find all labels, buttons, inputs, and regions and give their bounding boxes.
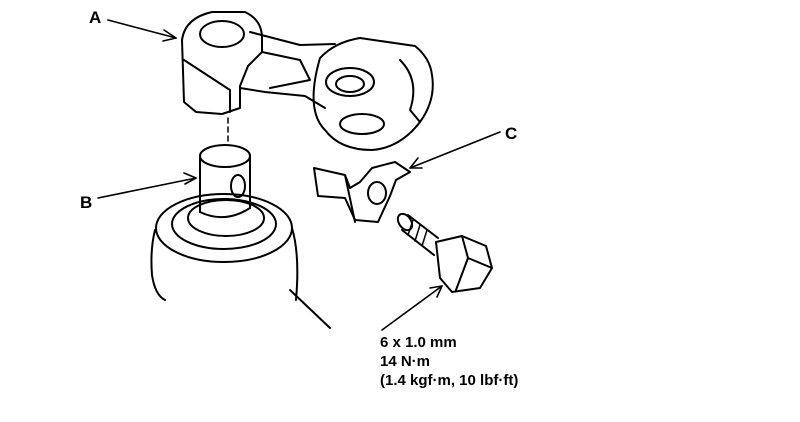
lever-right-hole-lower — [339, 113, 385, 135]
housing-inner-ring — [171, 198, 277, 250]
housing-outer-ring — [155, 193, 293, 263]
housing-body — [150, 229, 166, 301]
bolt-torque-alt-text: (1.4 kgf·m, 10 lbf·ft) — [380, 372, 519, 389]
lever-arm-bottom-edge — [239, 87, 326, 109]
shaft-bottom-curve — [199, 207, 251, 219]
leader-c — [409, 131, 501, 169]
shift-lever — [181, 11, 434, 151]
pivot-shaft-assembly — [150, 117, 331, 329]
bolt-size-text: 6 x 1.0 mm — [380, 334, 457, 351]
shaft-cross-hole — [230, 174, 246, 198]
bolt-head — [435, 235, 493, 293]
leader-spec-head — [429, 285, 443, 298]
leader-lines — [97, 19, 501, 331]
leader-a — [107, 19, 177, 39]
lever-right-hole-inner — [335, 75, 365, 93]
leader-c-head — [409, 157, 423, 169]
bolt-thread-3 — [421, 229, 428, 247]
housing-base-line — [289, 289, 331, 329]
clip-hole — [367, 181, 387, 205]
callout-c-label: C — [505, 124, 518, 143]
leader-b — [97, 177, 197, 199]
bolt — [396, 212, 493, 293]
lever-arm-fold — [261, 51, 311, 89]
bolt-head-face — [455, 235, 493, 291]
callout-a-label: A — [89, 8, 102, 27]
leader-a-head — [162, 29, 177, 42]
lever-right-eye-flange — [399, 59, 421, 123]
callout-b-label: B — [80, 193, 93, 212]
shaft-top — [199, 144, 251, 168]
lever-arm-top-edge — [249, 31, 336, 46]
bolt-spec-block: 6 x 1.0 mm 14 N·m (1.4 kgf·m, 10 lbf·ft) — [380, 333, 518, 390]
lever-left-boss-outline — [181, 11, 263, 115]
housing-right-wall — [291, 227, 299, 301]
bolt-torque-nm-text: 14 N·m — [380, 353, 431, 370]
bolt-shank-bottom — [401, 229, 435, 256]
lever-left-boss-edge — [183, 59, 231, 113]
lever-right-hole-top — [325, 67, 375, 97]
housing-boss-ring — [187, 199, 265, 237]
leader-b-head — [183, 172, 197, 185]
clip-flange — [344, 174, 356, 223]
clip-outline — [313, 161, 411, 223]
bolt-shank-top — [407, 214, 439, 239]
bolt-thread-2 — [414, 224, 421, 242]
leader-spec — [381, 285, 443, 331]
lever-left-hole — [199, 20, 245, 48]
clip-bracket — [313, 161, 411, 223]
bolt-thread-1 — [407, 219, 414, 236]
